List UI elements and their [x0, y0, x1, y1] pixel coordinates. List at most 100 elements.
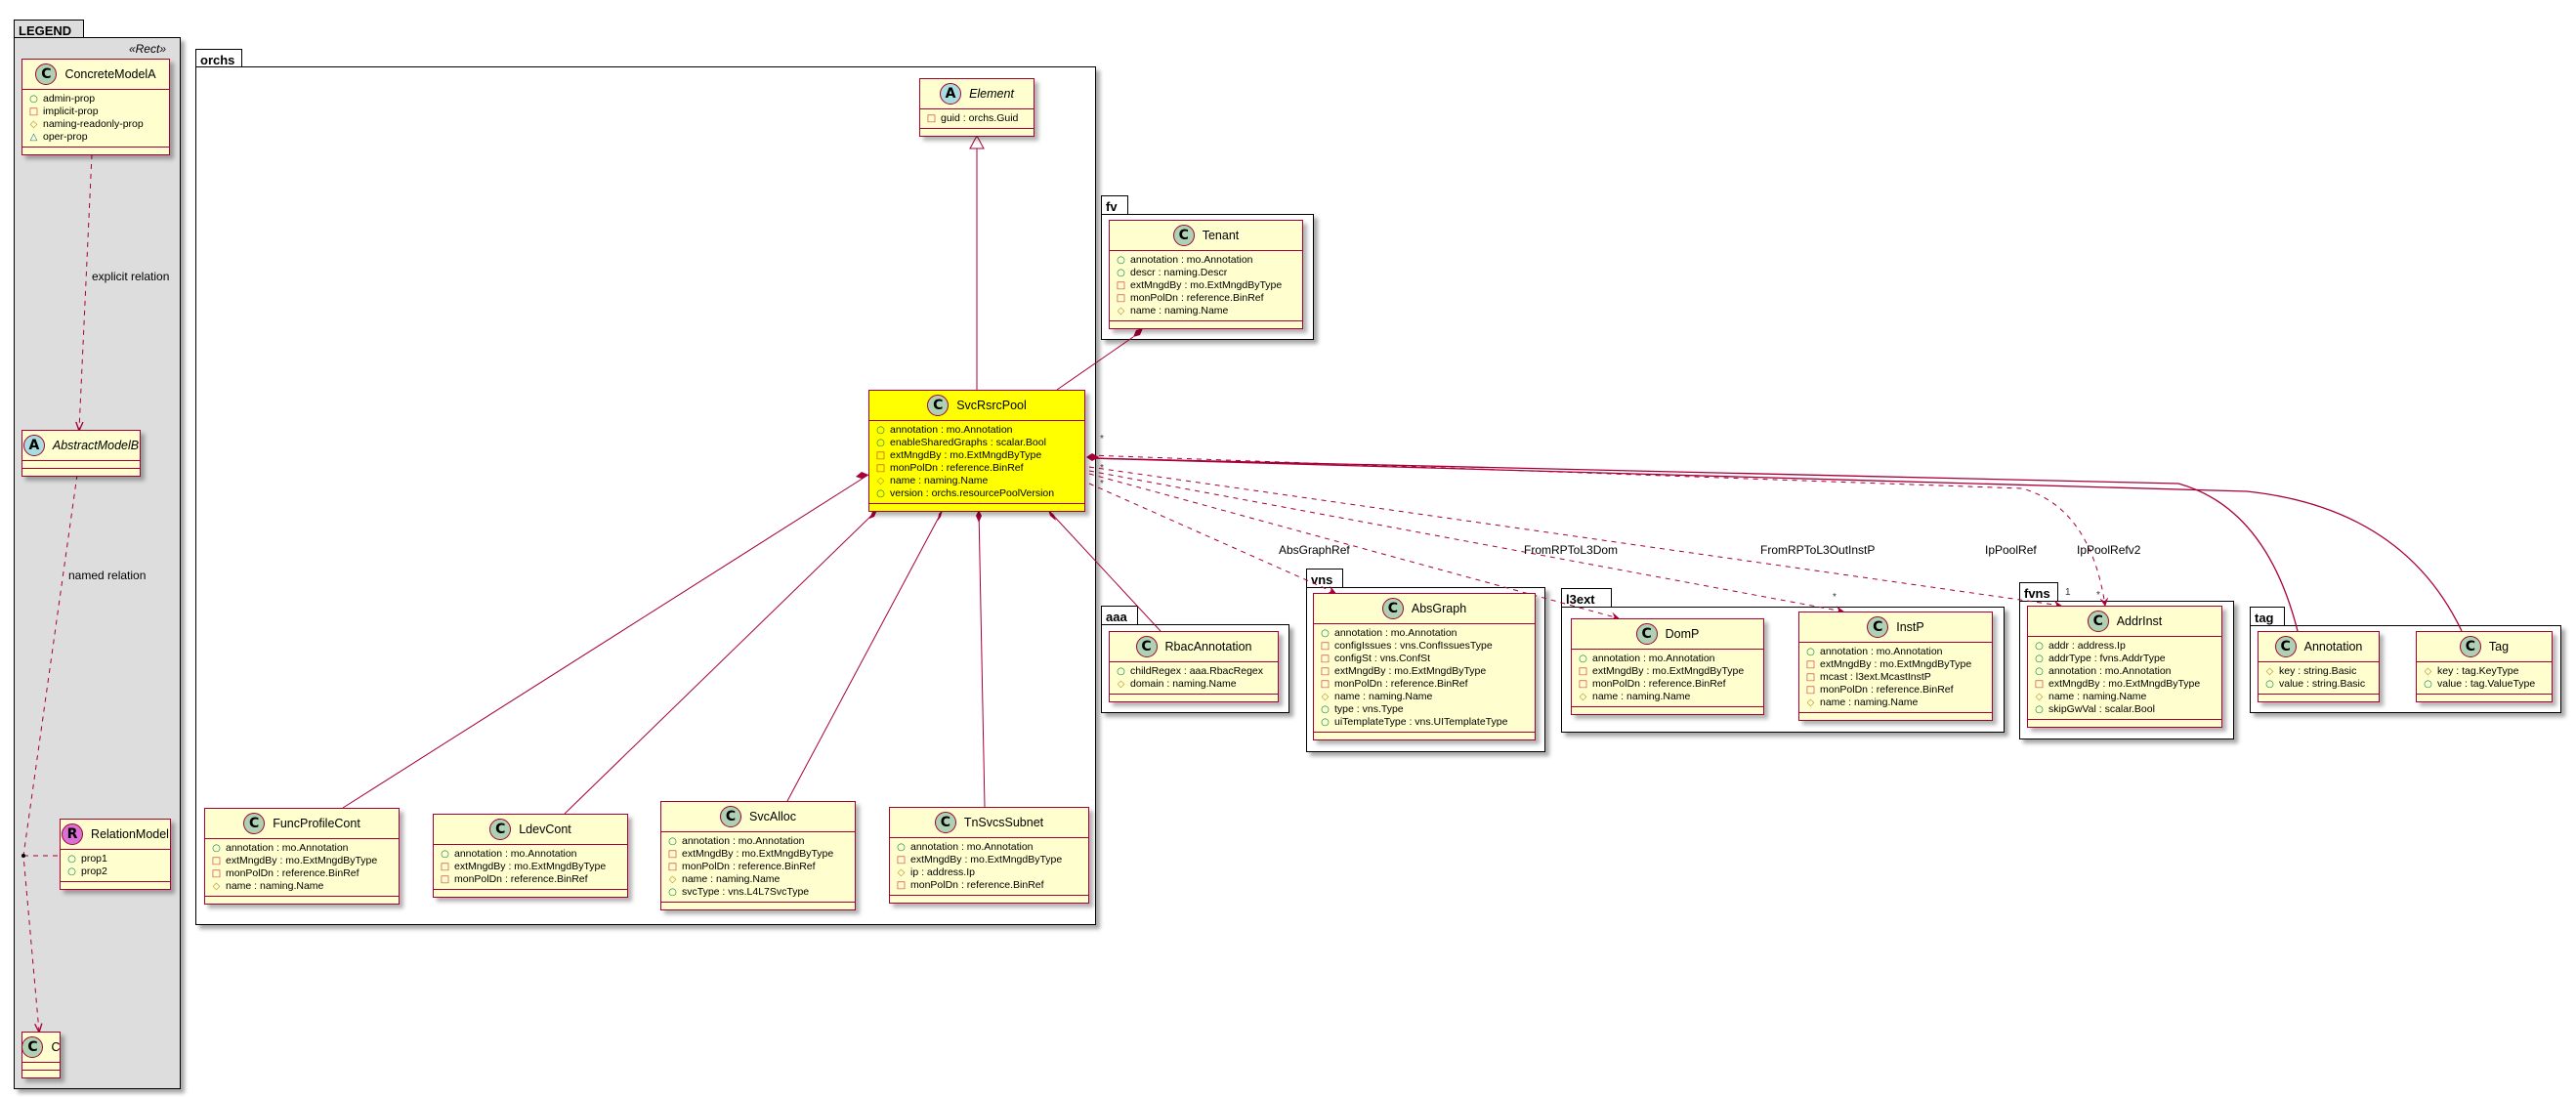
methods-compartment — [890, 896, 1088, 903]
composition-diamond-icon — [1048, 510, 1056, 521]
ldevcont-line — [564, 509, 878, 815]
attribute-list: ○annotation : mo.Annotation□extMngdBy : … — [1572, 650, 1763, 707]
attribute-list: ○annotation : mo.Annotation□configIssues… — [1314, 624, 1535, 733]
private-visibility-icon: □ — [1578, 666, 1588, 677]
public-visibility-icon: ○ — [67, 866, 76, 877]
attribute: □monPolDn : reference.BinRef — [211, 867, 393, 880]
attribute-text: annotation : mo.Annotation — [1334, 627, 1457, 639]
attribute-text: name : naming.Name — [1592, 691, 1691, 702]
class-stereotype-icon: C — [35, 63, 58, 85]
public-visibility-icon: ○ — [2424, 679, 2432, 690]
public-visibility-icon: ○ — [1117, 268, 1125, 278]
attribute-text: monPolDn : reference.BinRef — [1592, 678, 1726, 690]
attribute-text: key : tag.KeyType — [2437, 665, 2519, 677]
public-visibility-icon: ○ — [1806, 647, 1815, 657]
class-stereotype-icon: C — [22, 1036, 44, 1058]
attribute-text: descr : naming.Descr — [1130, 267, 1228, 278]
attribute-text: domain : naming.Name — [1130, 678, 1237, 690]
attribute: ○childRegex : aaa.RbacRegex — [1116, 665, 1272, 678]
methods-compartment — [1110, 695, 1278, 701]
attribute-text: addrType : fvns.AddrType — [2048, 653, 2166, 664]
class-name: C — [51, 1040, 61, 1054]
class-stereotype-icon: C — [1381, 598, 1404, 619]
attribute: □ mcast : l3ext.McastInstP — [1805, 671, 1986, 684]
attribute: □monPolDn : reference.BinRef — [875, 462, 1078, 475]
class-name: RelationModel — [91, 827, 169, 841]
attribute-text: value : string.Basic — [2279, 678, 2366, 690]
protected-visibility-icon: ◇ — [1117, 679, 1125, 690]
private-visibility-icon: □ — [1805, 659, 1816, 670]
public-visibility-icon: ○ — [668, 887, 677, 898]
class-stereotype-icon: C — [1172, 225, 1195, 246]
methods-compartment — [1314, 733, 1535, 739]
private-visibility-icon: □ — [1805, 672, 1816, 683]
attribute: ◇name : naming.Name — [667, 873, 849, 886]
abstract-stereotype-icon: A — [940, 83, 962, 105]
attribute-text: mcast : l3ext.McastInstP — [1820, 671, 1931, 683]
composition-diamond-icon — [976, 510, 982, 523]
private-visibility-icon: □ — [875, 463, 886, 474]
composition-diamond-icon — [938, 510, 943, 521]
absgraphref-label: AbsGraphRef — [1279, 543, 1350, 557]
legend-stereotype: «Rect» — [128, 42, 166, 56]
attribute: ○annotation : mo.Annotation — [1805, 646, 1986, 658]
package-tab-aaa: aaa — [1101, 606, 1138, 624]
attribute: □extMngdBy : mo.ExtMngdByType — [1578, 665, 1757, 678]
attribute-list: ◇key : string.Basic○value : string.Basic — [2259, 662, 2379, 695]
attribute-text: version : orchs.resourcePoolVersion — [890, 487, 1055, 499]
attribute: □monPolDn : reference.BinRef — [440, 873, 621, 886]
private-visibility-icon: □ — [667, 849, 678, 860]
attribute-list: ○annotation : mo.Annotation□extMngdBy : … — [205, 839, 399, 897]
attribute: ◇name : naming.Name — [1805, 696, 1986, 709]
attribute: ○annotation : mo.Annotation — [875, 424, 1078, 437]
class-stereotype-icon: C — [934, 812, 956, 833]
attribute: ◇ domain : naming.Name — [1116, 678, 1272, 691]
abstract-stereotype-icon: A — [22, 435, 45, 456]
package-tab-l3ext: l3ext — [1561, 588, 1612, 607]
attribute-text: ip : address.Ip — [910, 866, 975, 878]
class-name: TnSvcsSubnet — [963, 816, 1044, 829]
attribute: ○svcType : vns.L4L7SvcType — [667, 886, 849, 899]
attribute-text: extMngdBy : mo.ExtMngdByType — [1820, 658, 1972, 670]
package-tab-fvns: fvns — [2019, 582, 2058, 601]
methods-compartment — [61, 882, 170, 889]
explicit-relation-line — [79, 153, 93, 430]
rbacannotation-line — [1047, 509, 1161, 632]
attribute-list: ○addr : address.Ip○addrType : fvns.AddrT… — [2028, 637, 2221, 720]
attribute-list: ◇key : tag.KeyType○value : tag.ValueType — [2417, 662, 2552, 695]
composition-diamond-icon — [1086, 453, 1099, 461]
attribute-text: name : naming.Name — [1334, 691, 1433, 702]
public-visibility-icon: ○ — [897, 842, 906, 853]
private-visibility-icon: □ — [211, 868, 222, 879]
attribute-text: uiTemplateType : vns.UITemplateType — [1334, 716, 1508, 728]
attribute-text: extMngdBy : mo.ExtMngdByType — [890, 449, 1042, 461]
protected-visibility-icon: ◇ — [876, 476, 885, 486]
attribute: ◇name : naming.Name — [1116, 305, 1296, 317]
attribute-text: monPolDn : reference.BinRef — [1334, 678, 1468, 690]
protected-visibility-icon: ◇ — [668, 874, 677, 885]
private-visibility-icon: □ — [440, 874, 450, 885]
attribute-text: prop2 — [81, 865, 107, 877]
